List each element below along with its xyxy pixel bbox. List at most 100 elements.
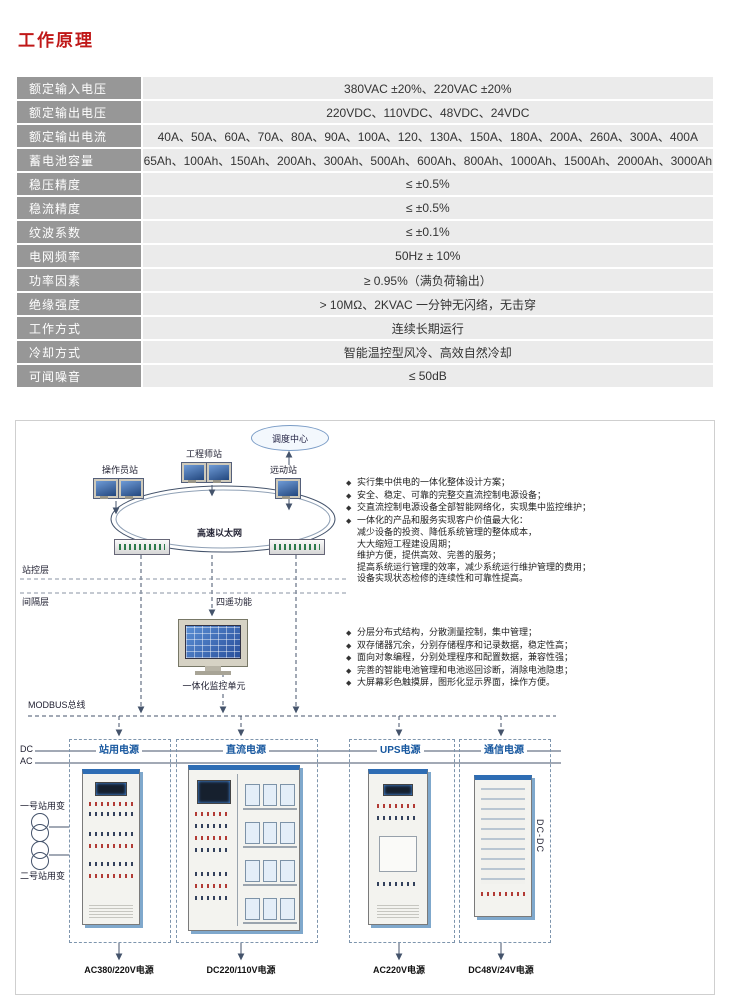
feature-line: ◆一体化的产品和服务实现客户价值最大化： — [346, 515, 714, 528]
spec-label: 纹波系数 — [17, 221, 141, 243]
feature-text: 大大缩短工程建设周期； — [357, 538, 457, 549]
spec-value: 40A、50A、60A、70A、80A、90A、100A、120、130A、15… — [142, 125, 713, 147]
bullet-icon: ◆ — [346, 505, 352, 512]
bullet-icon — [346, 562, 357, 574]
feature-line: ◆ 完善的智能电池管理和电池巡回诊断，消除电池隐患； — [346, 665, 714, 678]
spec-value: 智能温控型风冷、高效自然冷却 — [142, 341, 713, 363]
transformer-icon — [31, 813, 49, 843]
table-row: 绝缘强度> 10MΩ、2KVAC 一分钟无闪络，无击穿 — [17, 293, 713, 315]
indicator-row — [481, 892, 525, 896]
cabinet-group-ups — [349, 739, 455, 943]
feature-text: 维护方便，提供高效、完善的服务； — [357, 550, 502, 560]
spec-label: 可闻噪音 — [17, 365, 141, 387]
feature-line: 提高系统运行管理的效率，减少系统运行维护管理的费用； — [346, 562, 714, 574]
transformer-icon — [31, 841, 49, 871]
dcdc-label: DC-DC — [535, 819, 545, 853]
computer-icon — [93, 478, 119, 499]
indicator-row — [377, 882, 419, 886]
feature-line: ◆ 面向对象编程，分别处理程序和配置数据，兼容性强； — [346, 652, 714, 665]
feature-line: ◆实行集中供电的一体化整体设计方案； — [346, 477, 714, 490]
battery-icon — [245, 898, 260, 920]
cabinet-title-station: 站用电源 — [96, 741, 142, 756]
indicator-row — [195, 824, 231, 828]
cabinet-station-power — [82, 769, 140, 925]
bullet-icon: ◆ — [346, 492, 352, 500]
battery-icon — [262, 784, 278, 806]
bullet-icon: ◆ — [346, 642, 352, 650]
table-row: 稳流精度≤ ±0.5% — [17, 197, 713, 219]
network-ring — [110, 485, 336, 553]
transformer1-label: 一号站用变 — [18, 801, 68, 812]
module-stack — [481, 788, 525, 884]
spec-label: 冷却方式 — [17, 341, 141, 363]
feature-text: 交直流控制电源设备全部智能网络化，实现集中监控维护； — [357, 502, 592, 512]
vent-grille — [377, 904, 419, 918]
monitor-unit-icon — [178, 619, 248, 675]
cabinet-group-comm — [459, 739, 551, 943]
battery-icon — [262, 822, 278, 844]
feature-text: 完善的智能电池管理和电池巡回诊断，消除电池隐患； — [357, 664, 574, 675]
feature-line: ◆双存储器冗余，分别存储程序和记录数据，稳定性高； — [346, 640, 714, 653]
cabinet-caption-comm: DC48V/24V电源 — [468, 965, 534, 975]
indicator-row — [195, 812, 231, 816]
monitor-stand — [205, 666, 221, 671]
spec-value: ≤ 50dB — [142, 365, 713, 387]
vent-grille — [89, 904, 133, 918]
battery-icon — [262, 860, 278, 882]
spec-value: ≤ ±0.5% — [142, 197, 713, 219]
bullet-icon: ◆ — [346, 517, 352, 525]
network-ring-inner — [115, 489, 331, 549]
feature-list-monitor: ◆分层分布式结构，分散测量控制，集中管理； ◆双存储器冗余，分别存储程序和记录数… — [346, 627, 714, 690]
cabinet-display — [197, 780, 231, 804]
table-row: 可闻噪音≤ 50dB — [17, 365, 713, 387]
layer-label-station: 站控层 — [20, 565, 52, 576]
battery-shelf — [243, 776, 297, 810]
bullet-icon: ◆ — [346, 480, 352, 487]
cabinet-panel — [379, 836, 417, 872]
spec-value: 连续长期运行 — [142, 317, 713, 339]
battery-icon — [245, 860, 260, 882]
bullet-icon: ◆ — [346, 630, 352, 637]
feature-line: 设备实现状态检修的连续性和可靠性提高。 — [346, 573, 714, 585]
feature-line: ◆ 安全、稳定、可靠的完整交直流控制电源设备； — [346, 490, 714, 503]
feature-text: 面向对象编程，分别处理程序和配置数据，兼容性强； — [357, 652, 574, 662]
bullet-icon: ◆ — [346, 655, 352, 662]
feature-text: 安全、稳定、可靠的完整交直流控制电源设备； — [357, 489, 547, 500]
feature-line: ◆ 交直流控制电源设备全部智能网络化，实现集中监控维护； — [346, 502, 714, 515]
cabinet-divider — [237, 774, 238, 926]
spec-label: 绝缘强度 — [17, 293, 141, 315]
spec-value: ≤ ±0.1% — [142, 221, 713, 243]
cabinet-comm-power — [474, 775, 532, 917]
cabinet-caption-ups: AC220V电源 — [372, 965, 426, 975]
cabinet-title-dc: 直流电源 — [223, 741, 269, 756]
battery-shelf — [243, 890, 297, 924]
spec-label: 电网频率 — [17, 245, 141, 267]
battery-icon — [280, 860, 296, 882]
layer-label-bay: 间隔层 — [20, 597, 52, 608]
spec-label: 稳压精度 — [17, 173, 141, 195]
dc-label: DC — [18, 744, 35, 755]
spec-label: 额定输出电压 — [17, 101, 141, 123]
system-diagram: 调度中心 操作员站 工程师站 远动站 高速以太网 站控层 间隔层 四遥功能 ◆实… — [15, 420, 715, 995]
station-label-operator: 操作员站 — [100, 465, 141, 476]
spec-value: > 10MΩ、2KVAC 一分钟无闪络，无击穿 — [142, 293, 713, 315]
network-switch-icon — [269, 539, 325, 555]
indicator-row — [89, 862, 133, 866]
bullet-icon: ◆ — [346, 667, 352, 675]
cabinet-display — [95, 782, 127, 796]
spec-value: ≤ ±0.5% — [142, 173, 713, 195]
cabinet-title-ups: UPS电源 — [377, 741, 424, 756]
bullet-icon — [346, 573, 357, 585]
spec-value: ≥ 0.95%（满负荷输出） — [142, 269, 713, 291]
station-label-engineer: 工程师站 — [184, 449, 225, 460]
ethernet-label: 高速以太网 — [192, 525, 248, 540]
spec-label: 额定输出电流 — [17, 125, 141, 147]
battery-shelf — [243, 814, 297, 848]
feature-line: ◆大屏幕彩色触摸屏，图形化显示界面，操作方便。 — [346, 677, 714, 690]
feature-text: 大屏幕彩色触摸屏，图形化显示界面，操作方便。 — [357, 677, 556, 687]
indicator-row — [195, 836, 231, 840]
computer-icon — [206, 462, 232, 483]
